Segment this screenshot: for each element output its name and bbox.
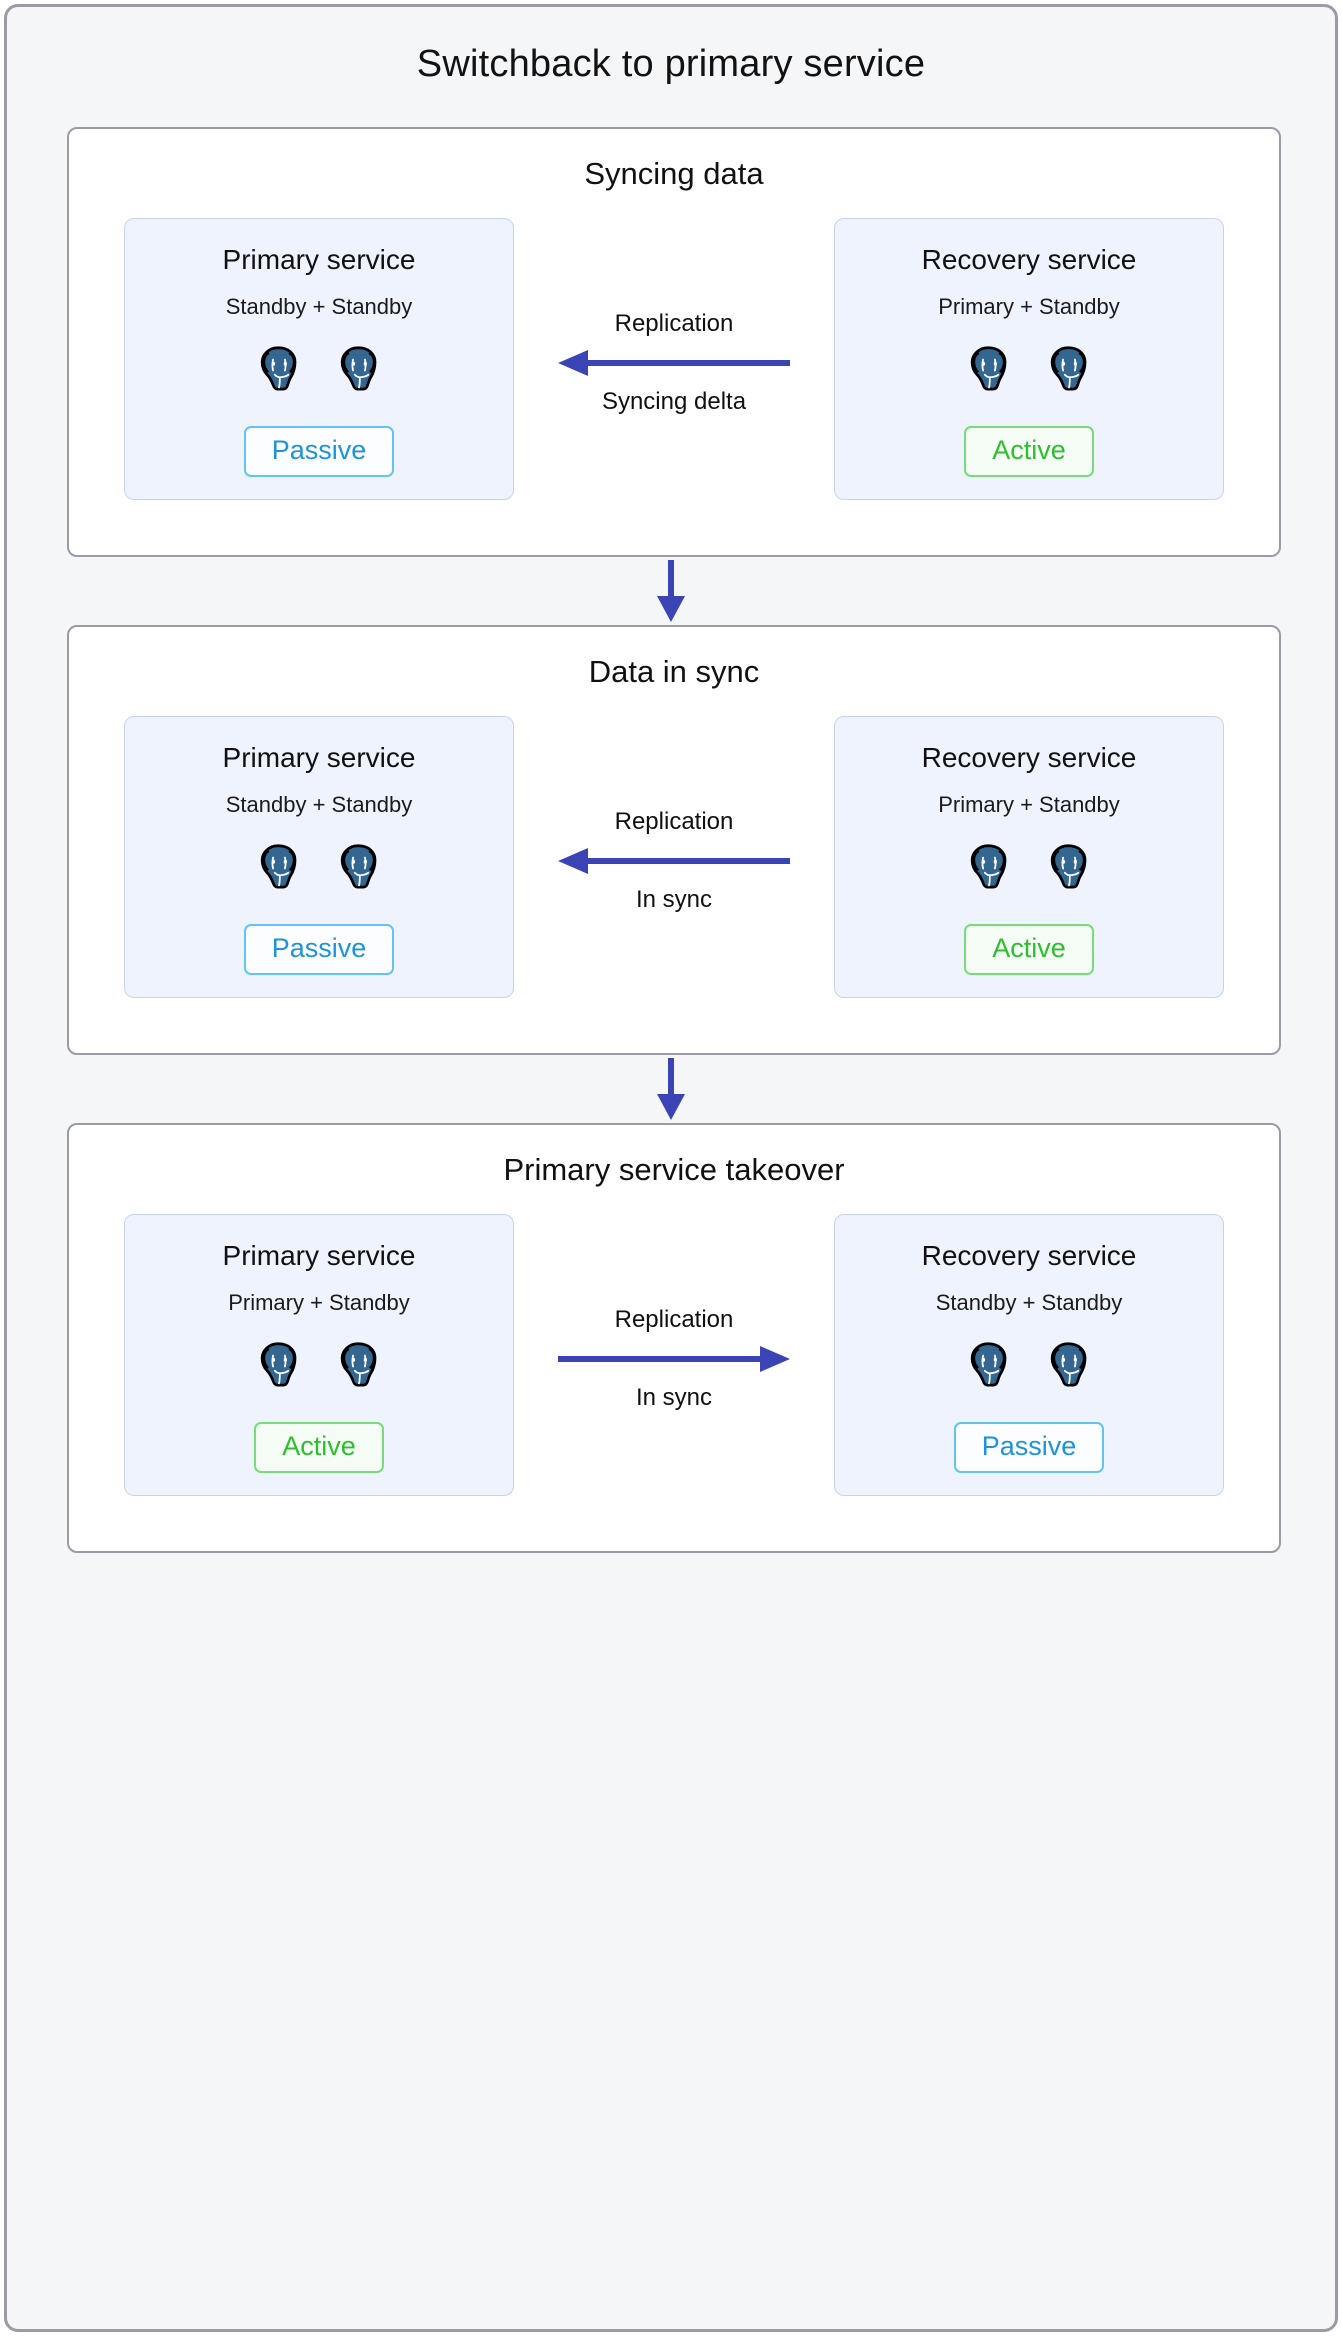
down-arrow-icon: [67, 1055, 1275, 1123]
service-card-recovery[interactable]: Recovery service Primary + Standby: [834, 716, 1224, 998]
status-badge: Active: [964, 923, 1094, 975]
postgres-elephant-icon: [962, 1337, 1016, 1396]
service-roles: Standby + Standby: [225, 791, 413, 817]
service-name: Primary service: [222, 1240, 416, 1271]
service-card-primary[interactable]: Primary service Standby + Standby: [124, 218, 514, 500]
service-roles: Primary + Standby: [938, 293, 1120, 319]
postgres-elephant-icon: [962, 839, 1016, 898]
postgres-elephant-icon: [1042, 1337, 1096, 1396]
node-list: [845, 838, 1213, 900]
stage-row: Primary service Standby + Standby: [69, 218, 1279, 500]
postgres-elephant-icon: [252, 1337, 306, 1396]
stage-row: Primary service Standby + Standby: [69, 716, 1279, 998]
stage-list: Syncing data Primary service Standby + S…: [7, 127, 1335, 1553]
node-list: [845, 1336, 1213, 1398]
service-name: Recovery service: [921, 244, 1137, 275]
status-badge: Passive: [243, 923, 395, 975]
diagram-frame: Switchback to primary service Syncing da…: [4, 4, 1338, 2332]
diagram-title: Switchback to primary service: [416, 43, 926, 85]
node-list: [135, 1336, 503, 1398]
node-list: [845, 340, 1213, 402]
service-name: Recovery service: [921, 742, 1137, 773]
service-roles: Primary + Standby: [228, 1289, 410, 1315]
connector-label-bottom: Syncing delta: [601, 388, 747, 415]
left-arrow-icon: [524, 847, 824, 877]
replication-connector: Replication Syncing delta: [524, 218, 824, 416]
down-arrow-icon: [67, 557, 1275, 625]
service-roles: Standby + Standby: [225, 293, 413, 319]
replication-connector: Replication In sync: [524, 716, 824, 914]
connector-label-top: Replication: [614, 310, 734, 337]
service-card-primary[interactable]: Primary service Primary + Standby: [124, 1214, 514, 1496]
service-name: Recovery service: [921, 1240, 1137, 1271]
connector-label-bottom: In sync: [635, 886, 713, 913]
right-arrow-icon: [524, 1345, 824, 1375]
status-badge: Active: [254, 1421, 384, 1473]
postgres-elephant-icon: [1042, 839, 1096, 898]
connector-label-bottom: In sync: [635, 1384, 713, 1411]
node-list: [135, 838, 503, 900]
node-list: [135, 340, 503, 402]
stage-row: Primary service Primary + Standby: [69, 1214, 1279, 1496]
service-card-recovery[interactable]: Recovery service Standby + Standby: [834, 1214, 1224, 1496]
postgres-elephant-icon: [332, 1337, 386, 1396]
connector-label-top: Replication: [614, 1306, 734, 1333]
postgres-elephant-icon: [332, 341, 386, 400]
stage-title: Primary service takeover: [503, 1152, 845, 1187]
service-card-recovery[interactable]: Recovery service Primary + Standby: [834, 218, 1224, 500]
status-badge: Active: [964, 425, 1094, 477]
status-badge: Passive: [953, 1421, 1105, 1473]
postgres-elephant-icon: [962, 341, 1016, 400]
service-name: Primary service: [222, 742, 416, 773]
postgres-elephant-icon: [332, 839, 386, 898]
stage-title: Data in sync: [588, 654, 760, 689]
service-name: Primary service: [222, 244, 416, 275]
stage-title: Syncing data: [584, 156, 764, 191]
connector-label-top: Replication: [614, 808, 734, 835]
replication-connector: Replication In sync: [524, 1214, 824, 1412]
postgres-elephant-icon: [252, 839, 306, 898]
stage-panel-syncing-data: Syncing data Primary service Standby + S…: [67, 127, 1281, 557]
stage-panel-primary-service-takeover: Primary service takeover Primary service…: [67, 1123, 1281, 1553]
status-badge: Passive: [243, 425, 395, 477]
stage-panel-data-in-sync: Data in sync Primary service Standby + S…: [67, 625, 1281, 1055]
service-roles: Primary + Standby: [938, 791, 1120, 817]
service-roles: Standby + Standby: [935, 1289, 1123, 1315]
service-card-primary[interactable]: Primary service Standby + Standby: [124, 716, 514, 998]
postgres-elephant-icon: [1042, 341, 1096, 400]
postgres-elephant-icon: [252, 341, 306, 400]
left-arrow-icon: [524, 349, 824, 379]
